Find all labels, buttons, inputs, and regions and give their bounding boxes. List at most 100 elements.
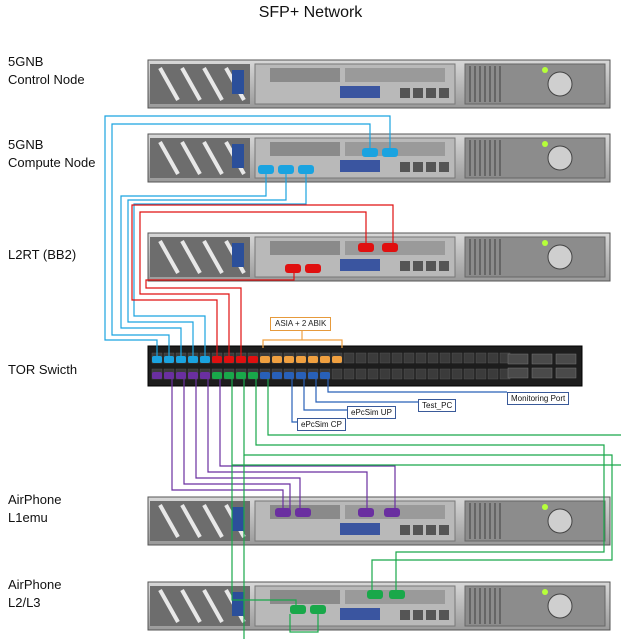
label-asia-abik: ASIA + 2 ABIK [270, 317, 332, 331]
switch-port [403, 352, 415, 364]
switch-port-cable [212, 372, 222, 379]
psu-fan [547, 71, 573, 97]
cable-green [267, 379, 621, 436]
switch-port [391, 352, 403, 364]
switch-port-cable [320, 372, 330, 379]
handle-blue [232, 507, 244, 531]
psu-bay [464, 236, 606, 278]
rj45-port [400, 88, 410, 98]
rj45-port [413, 525, 423, 535]
switch-port [403, 368, 415, 380]
handle-blue [232, 144, 244, 168]
rj45-port [400, 525, 410, 535]
qsfp-port [555, 353, 577, 365]
switch-port [331, 368, 343, 380]
cable-red [131, 204, 394, 357]
rj45-port [426, 261, 436, 271]
switch-port-cable [152, 356, 162, 363]
switch-port-cable [272, 372, 282, 379]
fan-blade [202, 141, 224, 175]
cable-cyan [120, 170, 267, 357]
switch-port-cable [248, 356, 258, 363]
cable-cyan [111, 123, 371, 357]
switch-port-cable [260, 372, 270, 379]
cable-green [243, 379, 613, 592]
cable-purple [171, 379, 284, 510]
switch-port-cable [224, 372, 234, 379]
rj45-port [413, 88, 423, 98]
label-l1emu: AirPhone L1emu [8, 492, 62, 525]
switch-port-cable [296, 356, 306, 363]
cable-blue [303, 379, 347, 411]
status-led [542, 504, 548, 510]
switch-port-cable [320, 356, 330, 363]
fan-blade [158, 589, 180, 623]
handle-blue [232, 592, 244, 616]
qsfp-port [531, 367, 553, 379]
switch-port [379, 368, 391, 380]
server-l1emu [147, 496, 611, 546]
rj45-port [426, 610, 436, 620]
server-l2l3 [147, 581, 611, 631]
rj45-port [439, 162, 449, 172]
rj45-port [439, 88, 449, 98]
vga-port [340, 160, 380, 172]
cable-cyan [133, 170, 307, 357]
switch-port-cable [236, 372, 246, 379]
switch-port-cable [176, 356, 186, 363]
vga-port [340, 608, 380, 620]
rj45-port [439, 261, 449, 271]
sfp-port [258, 165, 274, 174]
sfp-port [305, 264, 321, 273]
sfp-port [382, 243, 398, 252]
qsfp-port [507, 353, 529, 365]
cable-green [289, 614, 319, 633]
pcie-slot [270, 241, 340, 255]
switch-port [427, 368, 439, 380]
switch-port-cable [332, 356, 342, 363]
vga-port [340, 86, 380, 98]
status-led [542, 67, 548, 73]
switch-port-cable [272, 356, 282, 363]
switch-port-cable [224, 356, 234, 363]
switch-port-cable [212, 356, 222, 363]
status-led [542, 240, 548, 246]
server-l2rt [147, 232, 611, 282]
switch-port-cable [308, 356, 318, 363]
fan-blade [180, 589, 202, 623]
switch-port [415, 352, 427, 364]
switch-port [487, 352, 499, 364]
sfp-port [358, 508, 374, 517]
switch-port-cable [296, 372, 306, 379]
sfp-port [367, 590, 383, 599]
qsfp-port [507, 367, 529, 379]
cable-blue [291, 379, 297, 423]
pcie-slot [345, 68, 445, 82]
rj45-port [426, 88, 436, 98]
switch-port-cable [284, 372, 294, 379]
sfp-port [358, 243, 374, 252]
status-led [542, 141, 548, 147]
cable-green [255, 379, 605, 592]
switch-port-cable [176, 372, 186, 379]
switch-port-cable [200, 372, 210, 379]
psu-bay [464, 585, 606, 627]
switch-port [391, 368, 403, 380]
psu-fan [547, 593, 573, 619]
label-compute-node: 5GNB Compute Node [8, 137, 96, 170]
fan-blade [158, 504, 180, 538]
sfp-port [278, 165, 294, 174]
fan-blade [158, 141, 180, 175]
switch-port-cable [248, 372, 258, 379]
switch-port [427, 352, 439, 364]
rj45-port [413, 261, 423, 271]
rj45-port [439, 610, 449, 620]
rj45-port [400, 162, 410, 172]
tor-switch-body [147, 345, 583, 387]
vga-port [340, 259, 380, 271]
server-compute-node [147, 133, 611, 183]
sfp-port [275, 508, 291, 517]
psu-bay [464, 63, 606, 105]
sfp-port [382, 148, 398, 157]
